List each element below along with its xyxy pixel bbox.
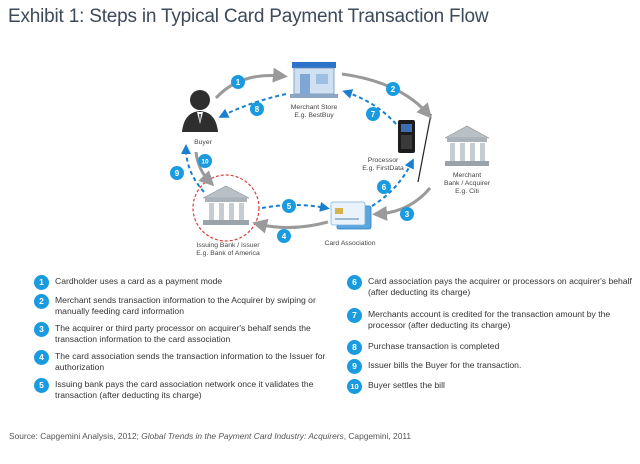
svg-text:5: 5 [287, 202, 292, 211]
step-9: 9 Issuer bills the Buyer for the transac… [347, 359, 632, 374]
card-swipe-line [417, 113, 432, 183]
step-text: Card association pays the acquirer or pr… [368, 276, 632, 298]
arrow-10 [194, 151, 215, 187]
step-2: 2 Merchant sends transaction information… [34, 294, 329, 317]
step-text: Cardholder uses a card as a payment mode [55, 276, 223, 286]
svg-text:2: 2 [391, 85, 396, 94]
step-6: 6 Card association pays the acquirer or … [347, 275, 632, 298]
issuer-highlight-circle [192, 174, 260, 242]
arrow-badge-10: 10 [198, 154, 212, 168]
step-text: Issuing bank pays the card association n… [55, 379, 314, 401]
processor-label: Processor [368, 157, 399, 164]
step-8: 8 Purchase transaction is completed [347, 340, 632, 355]
issuing-bank-example: E.g. Bank of America [196, 250, 260, 257]
merchant-bank-acquirer-label: Bank / Acquirer [444, 180, 491, 187]
arrow-8 [218, 93, 287, 118]
step-7: 7 Merchants account is credited for the … [347, 308, 632, 331]
merchant-store-example: E.g. BestBuy [294, 112, 334, 119]
arrow-badge-9: 9 [170, 166, 184, 180]
step-number-badge: 6 [347, 275, 362, 290]
card-association-label: Card Association [324, 240, 375, 247]
step-3: 3 The acquirer or third party processor … [34, 322, 329, 345]
arrow-6 [371, 158, 414, 207]
svg-text:6: 6 [382, 183, 387, 192]
step-text: Merchants account is credited for the tr… [368, 309, 611, 331]
merchant-bank-label: Merchant [453, 172, 481, 179]
processor-terminal-icon [398, 120, 415, 153]
issuing-bank-label: Issuing Bank / Issuer [196, 242, 260, 249]
source-suffix: , Capgemini, 2011 [343, 431, 412, 441]
step-10: 10 Buyer settles the bill [347, 379, 632, 394]
card-association-icon [330, 201, 372, 230]
merchant-bank-icon [444, 125, 490, 166]
arrow-badge-1: 1 [231, 75, 245, 89]
svg-text:9: 9 [175, 169, 180, 178]
svg-text:1: 1 [236, 78, 241, 87]
arrow-badge-3: 3 [400, 207, 414, 221]
arrow-badge-2: 2 [386, 82, 400, 96]
step-number-badge: 5 [34, 378, 49, 393]
step-text: Buyer settles the bill [368, 380, 445, 390]
payment-flow-diagram: Buyer Merchant Store E.g. BestBuy Proces… [170, 62, 491, 257]
step-number-badge: 7 [347, 308, 362, 323]
arrow-3 [372, 187, 432, 221]
step-text: The card association sends the transacti… [55, 351, 326, 373]
arrow-badge-8: 8 [250, 102, 264, 116]
source-publication-title: Global Trends in the Payment Card Indust… [141, 431, 344, 441]
arrow-1 [214, 67, 288, 100]
buyer-label: Buyer [194, 139, 212, 146]
step-text: Merchant sends transaction information t… [55, 295, 316, 317]
merchant-bank-example: E.g. Citi [455, 188, 479, 195]
step-text: The acquirer or third party processor on… [55, 323, 311, 345]
step-number-badge: 2 [34, 294, 49, 309]
arrow-7 [342, 89, 397, 125]
arrow-4 [252, 218, 329, 234]
step-number-badge: 1 [34, 275, 49, 290]
step-number-badge: 8 [347, 340, 362, 355]
svg-text:3: 3 [405, 210, 410, 219]
arrow-9 [181, 144, 205, 193]
arrow-2 [341, 72, 432, 119]
step-5: 5 Issuing bank pays the card association… [34, 378, 329, 401]
arrow-badge-4: 4 [277, 229, 291, 243]
arrow-badge-7: 7 [366, 107, 380, 121]
step-4: 4 The card association sends the transac… [34, 350, 329, 373]
arrow-5 [261, 201, 330, 212]
issuing-bank-icon [202, 185, 250, 225]
steps-legend: 1 Cardholder uses a card as a payment mo… [0, 275, 640, 426]
merchant-store-icon [290, 62, 338, 98]
source-note: Source: Capgemini Analysis, 2012; Global… [9, 431, 411, 441]
step-1: 1 Cardholder uses a card as a payment mo… [34, 275, 324, 290]
step-number-badge: 9 [347, 359, 362, 374]
source-prefix: Source: Capgemini Analysis, 2012; [9, 431, 142, 441]
step-number-badge: 4 [34, 350, 49, 365]
arrow-badge-5: 5 [282, 199, 296, 213]
exhibit-title: Exhibit 1: Steps in Typical Card Payment… [8, 6, 489, 27]
processor-example: E.g. FirstData [362, 165, 404, 172]
svg-text:7: 7 [371, 110, 376, 119]
step-text: Issuer bills the Buyer for the transacti… [368, 360, 522, 370]
buyer-icon [182, 90, 218, 132]
arrow-badge-6: 6 [377, 180, 391, 194]
step-number-badge: 10 [347, 379, 362, 394]
step-number-badge: 3 [34, 322, 49, 337]
merchant-store-label: Merchant Store [291, 104, 338, 111]
svg-text:10: 10 [201, 159, 209, 166]
svg-text:8: 8 [255, 105, 260, 114]
step-text: Purchase transaction is completed [368, 341, 500, 351]
svg-text:4: 4 [282, 232, 287, 241]
